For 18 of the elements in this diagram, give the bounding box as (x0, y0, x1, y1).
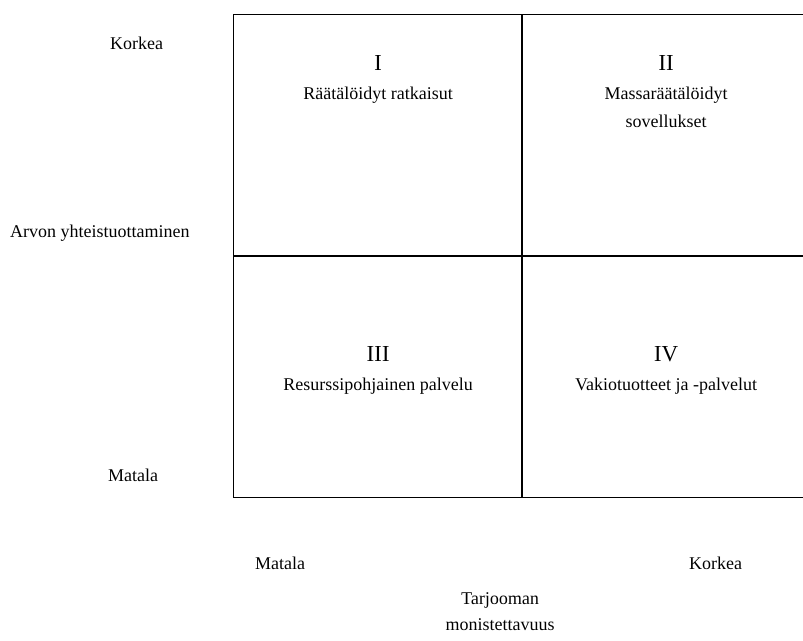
axis-level-label: Korkea (110, 32, 163, 55)
roman-numeral: IV (654, 340, 678, 368)
axis-title: Tarjooman monistettavuus (444, 587, 556, 636)
quadrant-box (233, 14, 523, 257)
roman-numeral: I (374, 49, 382, 77)
quadrant-label: Resurssipohjainen palvelu (282, 373, 474, 396)
axis-level-label: Matala (108, 464, 158, 487)
roman-numeral: II (658, 49, 674, 77)
quadrant-label: Massaräätälöidyt sovellukset (604, 82, 728, 133)
quadrant-label: Räätälöidyt ratkaisut (302, 82, 454, 105)
axis-level-label: Matala (255, 552, 305, 575)
axis-level-label: Korkea (689, 552, 742, 575)
axis-title: Arvon yhteistuottaminen (10, 220, 190, 243)
quadrant-label: Vakiotuotteet ja -palvelut (574, 373, 758, 396)
quadrant-box (521, 14, 803, 257)
roman-numeral: III (366, 340, 390, 368)
quadrant-box (233, 255, 523, 498)
quadrant-box (521, 255, 803, 498)
